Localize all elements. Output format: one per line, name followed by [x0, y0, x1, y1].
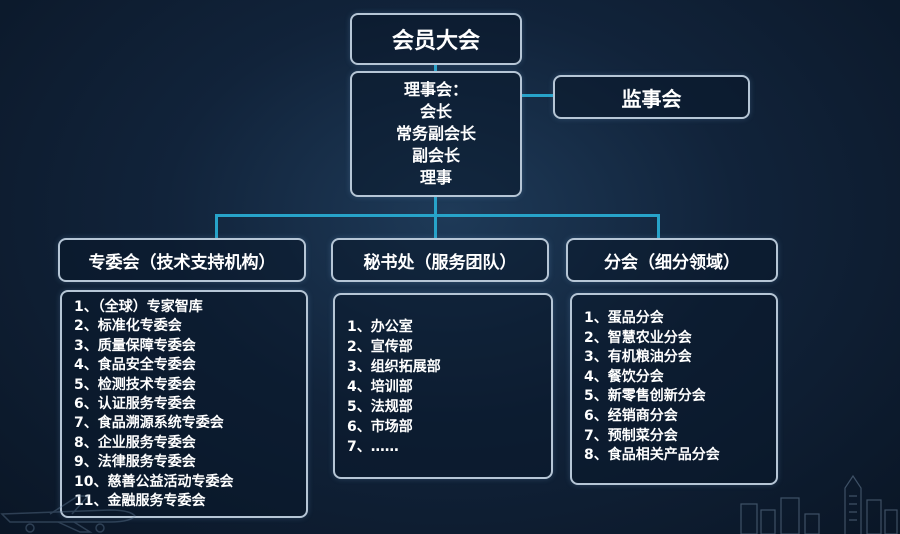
council-role-director: 理事	[419, 168, 452, 187]
list-item: 9、法律服务专委会	[74, 454, 196, 471]
connector-assembly-council	[434, 64, 437, 72]
list-item: 5、法规部	[347, 399, 413, 415]
secretariat-list-box: 1、办公室 2、宣传部 3、组织拓展部 4、培训部 5、法规部 6、市场部 7、…	[333, 293, 553, 479]
list-item: 11、金融服务专委会	[74, 493, 206, 510]
list-item: 3、质量保障专委会	[74, 337, 196, 354]
list-item: 1、（全球）专家智库	[74, 299, 203, 315]
branch-associations-list-box: 1、蛋品分会 2、智慧农业分会 3、有机粮油分会 4、餐饮分会 5、新零售创新分…	[570, 293, 778, 485]
council-role-executive-vice-president: 常务副会长	[395, 124, 476, 143]
connector-council-supervisory	[521, 94, 554, 97]
general-assembly-label: 会员大会	[391, 29, 480, 54]
list-item: 5、检测技术专委会	[74, 376, 196, 393]
connector-council-trunk	[434, 196, 437, 216]
secretariat-header-box: 秘书处（服务团队）	[331, 238, 549, 282]
connector-drop-branches	[657, 214, 660, 238]
list-item: 7、……	[347, 439, 399, 455]
list-item: 4、食品安全专委会	[74, 357, 196, 374]
secretariat-header-label: 秘书处（服务团队）	[363, 252, 517, 273]
committees-header-label: 专委会（技术支持机构）	[88, 252, 276, 273]
general-assembly-box: 会员大会	[350, 13, 522, 65]
connector-drop-committees	[215, 214, 218, 238]
council-role-vice-president: 副会长	[411, 146, 460, 165]
committees-list: 1、（全球）专家智库 2、标准化专委会 3、质量保障专委会 4、食品安全专委会 …	[74, 298, 306, 511]
secretariat-list: 1、办公室 2、宣传部 3、组织拓展部 4、培训部 5、法规部 6、市场部 7、…	[347, 317, 551, 457]
list-item: 6、认证服务专委会	[74, 396, 196, 413]
branch-associations-header-box: 分会（细分领域）	[566, 238, 778, 282]
list-item: 7、食品溯源系统专委会	[74, 415, 224, 432]
list-item: 2、标准化专委会	[74, 318, 182, 335]
list-item: 8、食品相关产品分会	[584, 447, 720, 464]
list-item: 8、企业服务专委会	[74, 434, 196, 451]
supervisory-board-label: 监事会	[621, 86, 682, 111]
list-item: 5、新零售创新分会	[584, 388, 706, 405]
list-item: 1、蛋品分会	[584, 310, 664, 326]
committees-header-box: 专委会（技术支持机构）	[58, 238, 306, 282]
city-skyline-icon	[740, 474, 898, 534]
committees-list-box: 1、（全球）专家智库 2、标准化专委会 3、质量保障专委会 4、食品安全专委会 …	[60, 290, 308, 518]
council-title: 理事会：	[403, 80, 468, 99]
list-item: 6、市场部	[347, 419, 413, 435]
airplane-icon	[0, 495, 136, 533]
list-item: 4、培训部	[347, 379, 413, 395]
council-box: 理事会： 会长 常务副会长 副会长 理事	[350, 71, 522, 197]
list-item: 2、智慧农业分会	[584, 329, 692, 346]
connector-drop-secretariat	[434, 214, 437, 238]
list-item: 6、经销商分会	[584, 407, 678, 424]
list-item: 7、预制菜分会	[584, 427, 678, 444]
list-item: 10、慈善公益活动专委会	[74, 473, 234, 490]
branch-associations-list: 1、蛋品分会 2、智慧农业分会 3、有机粮油分会 4、餐饮分会 5、新零售创新分…	[584, 309, 776, 466]
list-item: 3、有机粮油分会	[584, 349, 692, 366]
council-role-president: 会长	[419, 102, 452, 121]
connector-horizontal-bus	[215, 214, 660, 217]
supervisory-board-box: 监事会	[553, 75, 750, 119]
list-item: 1、办公室	[347, 319, 413, 335]
list-item: 4、餐饮分会	[584, 368, 664, 385]
list-item: 3、组织拓展部	[347, 359, 441, 375]
branch-associations-header-label: 分会（细分领域）	[604, 252, 740, 273]
list-item: 2、宣传部	[347, 339, 413, 355]
